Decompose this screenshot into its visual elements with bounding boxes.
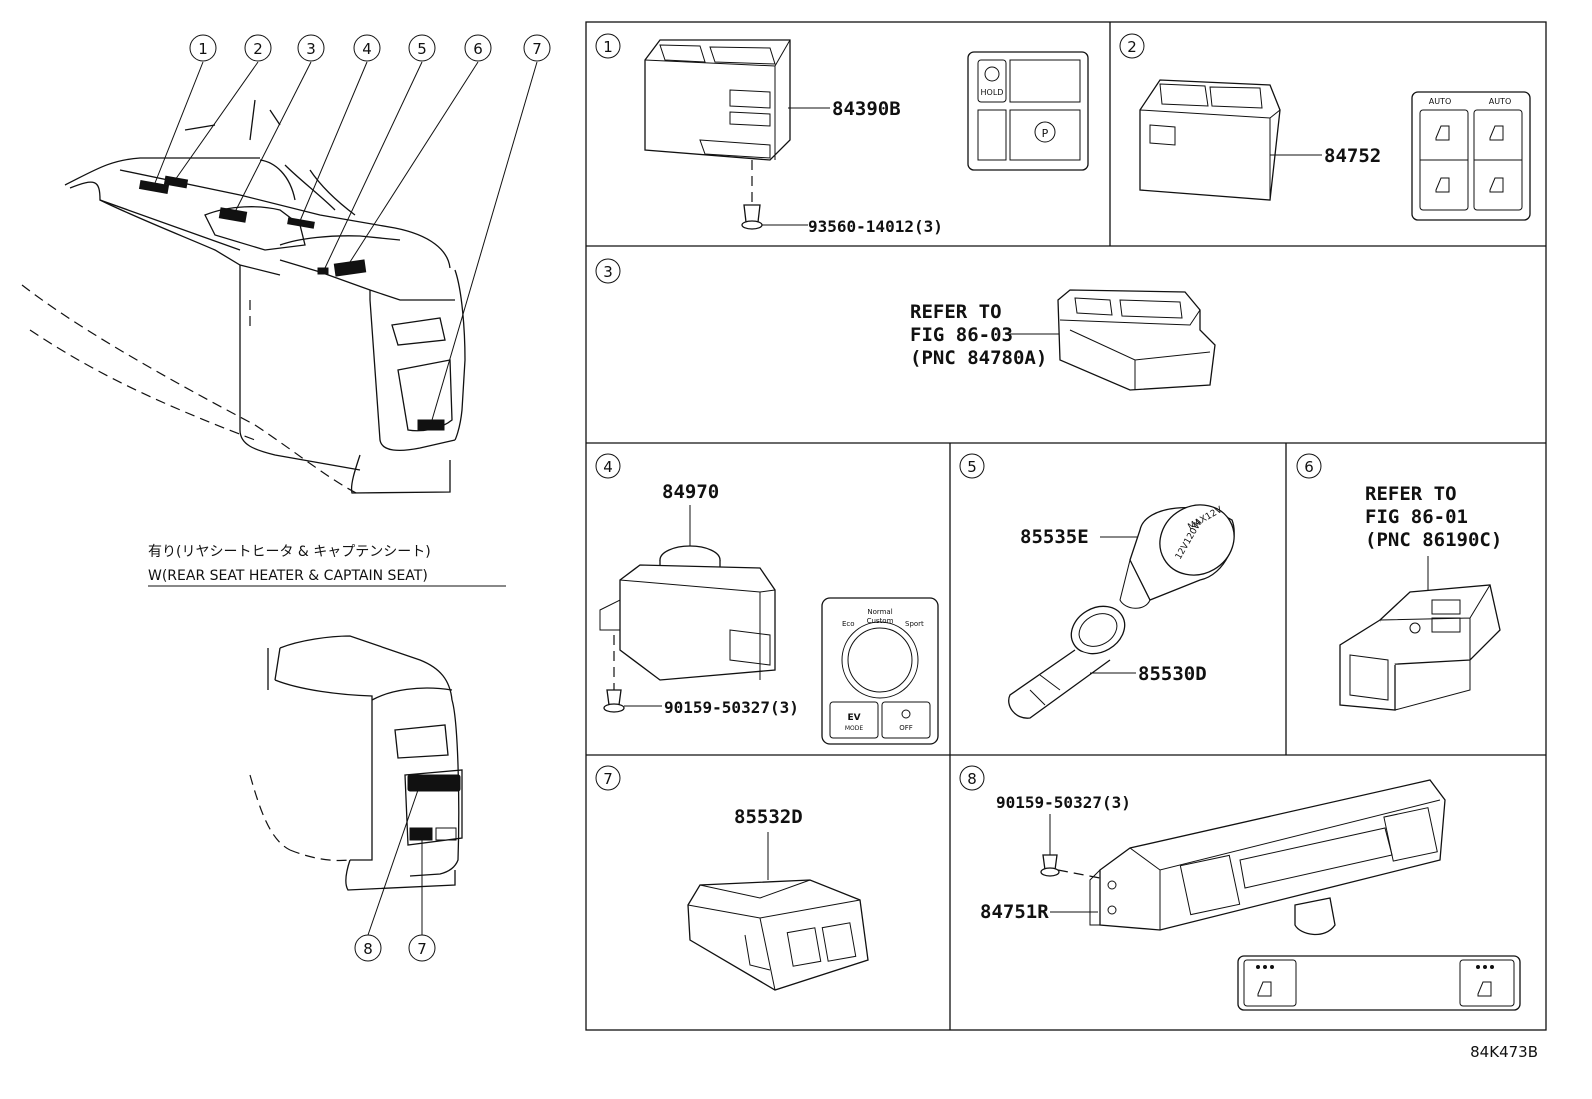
panel-3-climate-switch: 3 REFER TO FIG 86-03 (PNC 84780A) <box>595 258 1216 391</box>
svg-text:2: 2 <box>1127 38 1137 56</box>
svg-text:4: 4 <box>603 458 613 476</box>
panel-2-seat-heater-switch: 2 84752 AUTO AUTO <box>1119 33 1531 221</box>
screw-icon <box>603 689 625 713</box>
callout-3: 3 <box>297 34 325 62</box>
part-label-85535e: 85535E <box>1020 526 1089 548</box>
refer-line-1: REFER TO <box>1365 483 1457 505</box>
part-label-90159-50327: 90159-50327(3) <box>996 793 1131 812</box>
panel-4-drive-mode-switch: 4 84970 90159-50327(3) Normal Custom Eco… <box>595 453 939 745</box>
seat-heater-icon <box>1435 125 1450 141</box>
drive-mode-switch-assembly <box>599 545 776 681</box>
figure-code: 84K473B <box>1470 1043 1538 1061</box>
parts-grid-frame <box>585 21 1547 1031</box>
mode-sport-text: Sport <box>905 620 924 628</box>
seat-heater-icon <box>1257 981 1272 997</box>
svg-text:3: 3 <box>603 263 613 281</box>
part-label-84752: 84752 <box>1324 145 1381 167</box>
part-label-84390b: 84390B <box>832 98 901 120</box>
refer-line-3: (PNC 84780A) <box>910 347 1047 369</box>
refer-line-2: FIG 86-01 <box>1365 506 1468 528</box>
auto-text-right: AUTO <box>1489 97 1512 106</box>
panel-7-rear-switch: 7 85532D <box>595 765 869 991</box>
hold-text: HOLD <box>981 88 1004 97</box>
screw-icon <box>741 204 763 230</box>
hold-parking-switch-face: HOLD P <box>967 51 1089 171</box>
outlet-socket-icon <box>1008 605 1126 719</box>
seat-heater-switch-face: AUTO AUTO <box>1411 91 1531 221</box>
switch-assembly-84752 <box>1139 79 1281 201</box>
part-label-90159-50327: 90159-50327(3) <box>664 698 799 717</box>
seat-heater-icon <box>1477 981 1492 997</box>
panel-6-usb-port: 6 REFER TO FIG 86-01 (PNC 86190C) <box>1296 453 1502 711</box>
panel-5-power-outlet: 5 85535E MAX12V 12V120W 85530D <box>959 453 1235 719</box>
caption-en: W(REAR SEAT HEATER & CAPTAIN SEAT) <box>148 568 428 584</box>
svg-text:8: 8 <box>363 940 373 958</box>
svg-text:7: 7 <box>532 40 542 58</box>
callout-7: 7 <box>523 34 551 62</box>
part-label-85530d: 85530D <box>1138 663 1207 685</box>
callout-6: 6 <box>464 34 492 62</box>
mode-eco-text: Eco <box>842 620 855 628</box>
parking-p-icon: P <box>1042 127 1049 140</box>
svg-text:4: 4 <box>362 40 372 58</box>
panel-8-rear-seat-heater-switch: 8 90159-50327(3) 84751R <box>959 765 1521 1011</box>
seat-ventilation-icon <box>1489 177 1504 193</box>
svg-text:6: 6 <box>473 40 483 58</box>
drive-mode-dial-face: Normal Custom Eco Sport EV MODE OFF <box>821 597 939 745</box>
seat-heater-icon <box>1489 125 1504 141</box>
auto-text-left: AUTO <box>1429 97 1452 106</box>
ev-mode-text: EV <box>847 713 860 723</box>
callout-8: 8 <box>354 934 382 962</box>
eco-off-icon <box>901 709 911 719</box>
callout-1: 1 <box>189 34 217 62</box>
callout-7-rear: 7 <box>408 934 436 962</box>
part-label-84751r: 84751R <box>980 901 1049 923</box>
rear-seat-heater-switch-face <box>1237 955 1521 1011</box>
svg-text:7: 7 <box>417 940 427 958</box>
svg-text:5: 5 <box>417 40 427 58</box>
refer-line-3: (PNC 86190C) <box>1365 529 1502 551</box>
refer-line-2: FIG 86-03 <box>910 324 1013 346</box>
svg-text:5: 5 <box>967 458 977 476</box>
svg-text:1: 1 <box>198 40 208 58</box>
panel-1-parking-brake-switch: 1 84390B 93560-14012(3) HOLD P <box>595 33 1089 236</box>
rear-callouts: 8 7 <box>354 934 436 962</box>
console-overview-illustration <box>21 61 538 496</box>
svg-text:7: 7 <box>603 770 613 788</box>
ev-mode-subtext: MODE <box>845 725 864 732</box>
overview-callouts: 1 2 3 4 5 6 7 <box>189 34 551 62</box>
refer-line-1: REFER TO <box>910 301 1002 323</box>
callout-5: 5 <box>408 34 436 62</box>
switch-assembly-84390b <box>644 39 791 161</box>
part-label-84970: 84970 <box>662 481 719 503</box>
screw-icon <box>1040 854 1060 877</box>
svg-text:3: 3 <box>306 40 316 58</box>
svg-text:6: 6 <box>1304 458 1314 476</box>
rear-seat-heater-switch-assembly <box>1089 779 1446 936</box>
part-label-85532d: 85532D <box>734 806 803 828</box>
rear-console-illustration <box>249 635 463 936</box>
mode-custom-text: Custom <box>867 617 894 625</box>
svg-text:1: 1 <box>603 38 613 56</box>
mode-normal-text: Normal <box>867 608 892 616</box>
seat-ventilation-icon <box>1435 177 1450 193</box>
off-text: OFF <box>899 724 913 732</box>
callout-2: 2 <box>244 34 272 62</box>
outlet-cap-icon: MAX12V 12V120W <box>1119 504 1235 609</box>
svg-text:8: 8 <box>967 770 977 788</box>
rear-switch-assembly <box>687 879 869 991</box>
caption-jp: 有り(リヤシートヒータ & キャプテンシート) <box>148 544 431 560</box>
usb-port-assembly <box>1339 584 1501 711</box>
svg-text:2: 2 <box>253 40 263 58</box>
climate-switch-assembly <box>1057 289 1216 391</box>
part-label-93560-14012: 93560-14012(3) <box>808 217 943 236</box>
callout-4: 4 <box>353 34 381 62</box>
